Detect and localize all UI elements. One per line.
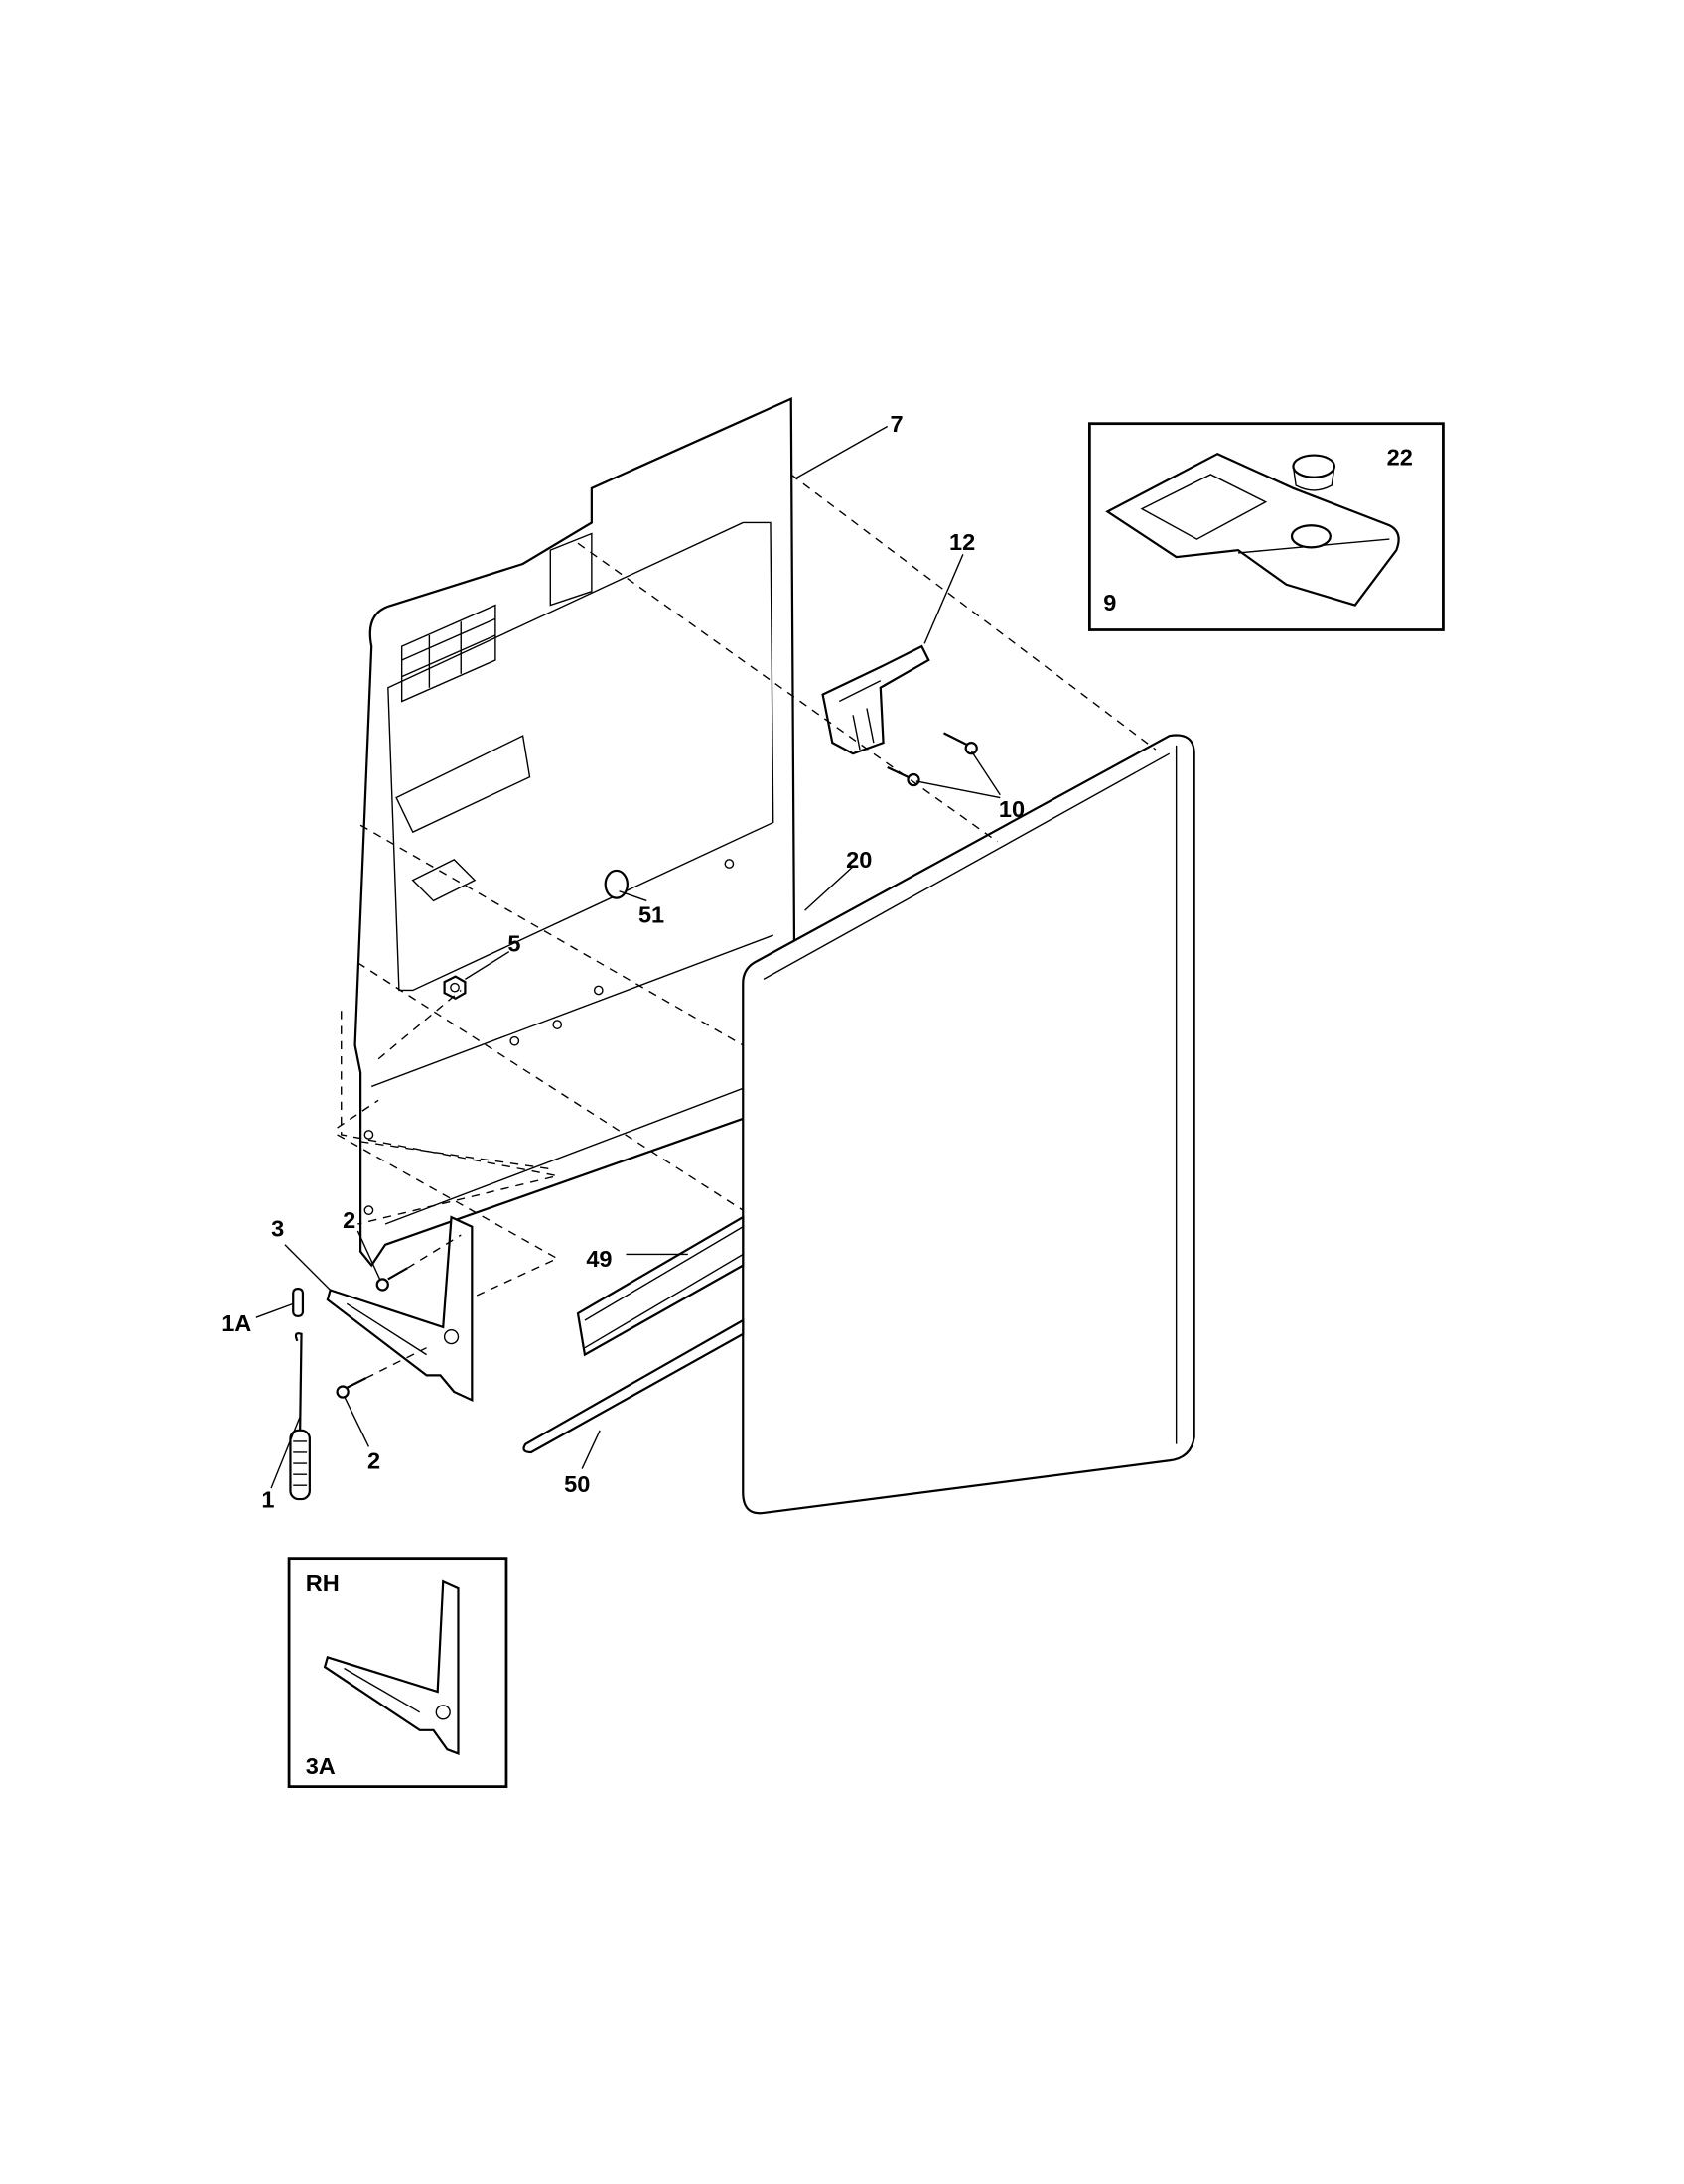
callout-50: 50 [564, 1471, 590, 1497]
callout-22: 22 [1387, 444, 1413, 470]
callout-2-lower: 2 [367, 1448, 380, 1474]
part-20-outer-panel [742, 734, 1195, 1515]
part-3-hinge [326, 1215, 474, 1403]
callout-5: 5 [507, 931, 520, 957]
part-50-seal [522, 1318, 745, 1454]
part-2-screws [336, 1234, 462, 1399]
inner-door-panel [353, 397, 797, 1268]
part-49-trim [576, 1215, 745, 1357]
callout-labels: 7 12 22 9 10 20 51 5 2 3 49 1A 2 50 1 [221, 411, 1413, 1512]
inset-rh-title: RH [306, 1570, 340, 1596]
callout-2-upper: 2 [343, 1207, 355, 1233]
part-12-latch [821, 644, 930, 755]
callout-10: 10 [999, 796, 1025, 822]
callout-7: 7 [890, 411, 903, 437]
callout-20: 20 [846, 847, 872, 873]
part-5-nut [443, 975, 467, 1001]
callout-12: 12 [949, 529, 975, 555]
inset-rh-part-label: 3A [306, 1753, 336, 1779]
part-1-spring [289, 1332, 311, 1501]
callout-1a: 1A [221, 1310, 251, 1336]
projection-lines [337, 474, 1157, 1300]
part-10-screws [887, 732, 978, 787]
callout-49: 49 [586, 1246, 612, 1272]
inset-dispenser [1087, 422, 1445, 631]
callout-51: 51 [638, 902, 664, 928]
callout-9: 9 [1103, 590, 1116, 615]
inset-rh-hinge: RH 3A [287, 1557, 508, 1789]
callout-3: 3 [271, 1215, 284, 1241]
part-1a-pin [292, 1288, 305, 1317]
callout-1: 1 [261, 1486, 274, 1512]
part-51 [604, 869, 629, 899]
